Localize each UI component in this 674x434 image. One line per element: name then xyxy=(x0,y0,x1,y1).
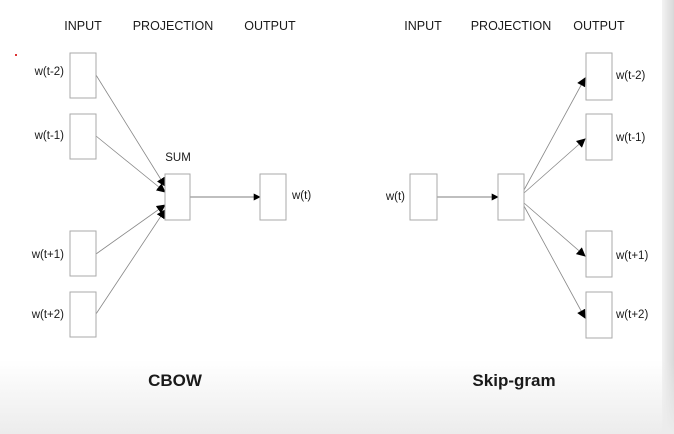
skipgram-header-output: OUTPUT xyxy=(573,19,625,33)
cbow-title: CBOW xyxy=(148,371,203,390)
skipgram-output-label-4: w(t+2) xyxy=(615,309,648,321)
skipgram-output-label-3: w(t+1) xyxy=(615,250,648,262)
cbow-edge-2 xyxy=(95,135,166,193)
skipgram-output-label-2: w(t-1) xyxy=(615,132,646,144)
cbow-output-node xyxy=(259,173,287,221)
skipgram-input-node xyxy=(409,173,438,221)
cbow-header-input: INPUT xyxy=(64,19,102,33)
cbow-input-label-1: w(t-2) xyxy=(34,66,65,78)
cbow-input-node-1 xyxy=(69,52,97,99)
cbow-input-label-2: w(t-1) xyxy=(34,130,65,142)
skipgram-header-input: INPUT xyxy=(404,19,442,33)
skipgram-edge-1 xyxy=(523,77,586,191)
cbow-input-label-4: w(t+2) xyxy=(31,309,64,321)
cbow-input-node-2 xyxy=(69,113,97,160)
cbow-edge-3 xyxy=(95,204,166,255)
skipgram-header-projection: PROJECTION xyxy=(471,19,552,33)
cbow-header-output: OUTPUT xyxy=(244,19,296,33)
cbow-projection-label: SUM xyxy=(165,152,191,164)
cbow-input-label-3: w(t+1) xyxy=(31,249,64,261)
skipgram-edge-3 xyxy=(523,202,586,257)
red-dot xyxy=(15,54,17,56)
cbow-edge-4 xyxy=(95,209,166,315)
skipgram-output-label-1: w(t-2) xyxy=(615,70,646,82)
skipgram-diagram: INPUT PROJECTION OUTPUT w(t) w(t-2) w(t-… xyxy=(385,19,649,390)
right-edge-strip xyxy=(662,0,674,434)
cbow-diagram: INPUT PROJECTION OUTPUT w(t-2) w(t-1) w(… xyxy=(31,19,312,390)
skipgram-edge-4 xyxy=(523,205,586,319)
skipgram-title: Skip-gram xyxy=(472,371,555,390)
skipgram-projection-node xyxy=(497,173,525,221)
cbow-edge-1 xyxy=(95,74,166,187)
skipgram-output-node-1 xyxy=(585,52,613,101)
cbow-input-node-4 xyxy=(69,291,97,338)
cbow-header-projection: PROJECTION xyxy=(133,19,214,33)
cbow-projection-node xyxy=(164,173,191,221)
cbow-input-node-3 xyxy=(69,230,97,277)
cbow-output-label: w(t) xyxy=(291,190,311,202)
skipgram-edge-2 xyxy=(523,138,586,194)
skipgram-output-node-4 xyxy=(585,291,613,339)
skipgram-input-label: w(t) xyxy=(385,191,405,203)
skipgram-output-node-2 xyxy=(585,113,613,161)
skipgram-output-node-3 xyxy=(585,230,613,278)
